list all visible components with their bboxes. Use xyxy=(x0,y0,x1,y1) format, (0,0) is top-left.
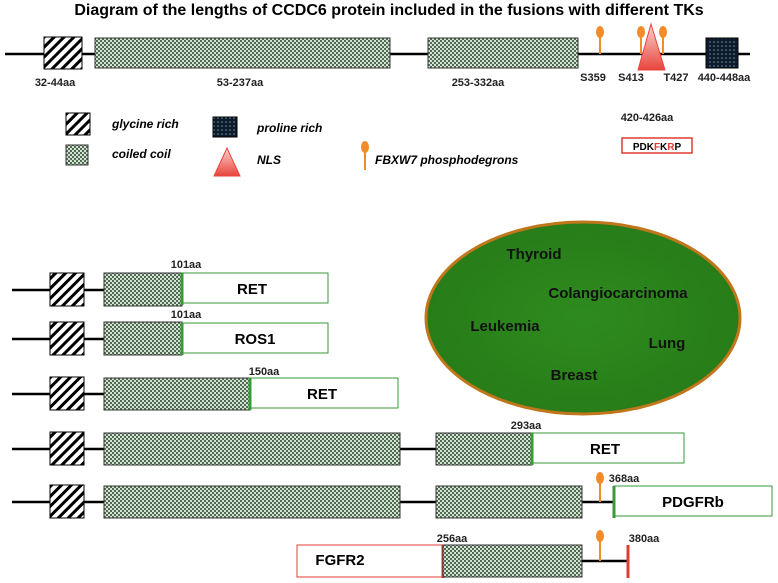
cancer-label-colangiocarcinoma: Colangiocarcinoma xyxy=(548,285,688,302)
coiled-coil-segment-1 xyxy=(103,432,401,466)
legend-phospho-label: FBXW7 phosphodegrons xyxy=(375,153,519,167)
breakpoint-label: 101aa xyxy=(171,309,202,321)
nls-motif-text: PDKFKRP xyxy=(633,142,682,153)
glycine-rich-domain xyxy=(43,36,83,70)
glycine-domain xyxy=(49,484,85,519)
proline-rich-domain xyxy=(705,37,739,69)
nls-range-label: 420-426aa xyxy=(621,112,674,124)
partner-label: PDGFRb xyxy=(662,494,724,511)
coiled-coil-segment xyxy=(103,321,183,356)
fusion-row-5: 368aa PDGFRb xyxy=(12,472,773,519)
phospho-pin xyxy=(596,530,604,561)
coiled-coil-segment xyxy=(103,377,251,411)
coiled-coil-segment-1 xyxy=(103,485,401,519)
phospho-pin-s413 xyxy=(637,26,645,54)
partner-label: RET xyxy=(307,386,337,403)
breakpoint-label: 150aa xyxy=(249,366,280,378)
fusion-row-3: 150aa RET xyxy=(12,366,399,411)
coil2-range-label: 253-332aa xyxy=(452,77,505,89)
legend-glycine-label: glycine rich xyxy=(111,117,179,131)
diagram-title: Diagram of the lengths of CCDC6 protein … xyxy=(74,2,703,19)
site-label-t427: T427 xyxy=(663,72,688,84)
phospho-pin xyxy=(596,472,604,502)
legend-phospho-swatch xyxy=(361,141,369,170)
coil1-range-label: 53-237aa xyxy=(217,77,264,89)
legend-proline-swatch xyxy=(212,116,238,138)
partner-label: ROS1 xyxy=(235,331,276,348)
partner-box xyxy=(613,485,773,517)
cancer-label-leukemia: Leukemia xyxy=(470,318,540,335)
full-length-ccdc6: 32-44aa 53-237aa 253-332aa S359 S413 T42… xyxy=(5,22,751,154)
legend-coil-swatch xyxy=(65,144,89,166)
phospho-pin-t427 xyxy=(659,26,667,54)
coiled-coil-domain-2 xyxy=(427,37,579,69)
partner-box xyxy=(296,544,444,578)
coiled-coil-domain-1 xyxy=(94,37,391,69)
breakpoint-label: 293aa xyxy=(511,420,542,432)
cancer-label-thyroid: Thyroid xyxy=(507,246,562,263)
site-label-s413: S413 xyxy=(618,72,644,84)
phospho-pin-s359 xyxy=(596,26,604,54)
fusion-row-1: 101aa RET xyxy=(12,259,329,307)
fusion-row-2: 101aa ROS1 xyxy=(12,309,329,356)
site-label-s359: S359 xyxy=(580,72,606,84)
partner-label: RET xyxy=(590,441,620,458)
glycine-domain xyxy=(49,321,85,356)
legend-proline-label: proline rich xyxy=(256,121,322,135)
partner-box xyxy=(531,432,685,464)
legend-nls-swatch xyxy=(213,146,241,177)
fusion-row-6: FGFR2 256aa 380aa xyxy=(296,530,660,578)
partner-box xyxy=(181,272,329,304)
coiled-coil-segment-2 xyxy=(435,432,533,466)
legend-coil-label: coiled coil xyxy=(112,147,171,161)
cancer-types-ellipse: Thyroid Colangiocarcinoma Leukemia Lung … xyxy=(424,220,742,416)
fusion-row-4: 293aa RET xyxy=(12,420,685,466)
ellipse-shape xyxy=(424,220,742,416)
breakpoint-label: 101aa xyxy=(171,259,202,271)
cancer-label-breast: Breast xyxy=(551,367,598,384)
end-label: 380aa xyxy=(629,533,660,545)
breakpoint-label: 256aa xyxy=(437,533,468,545)
partner-label: RET xyxy=(237,281,267,298)
partner-label: FGFR2 xyxy=(315,552,364,569)
nls-motif-box xyxy=(621,137,693,154)
coiled-coil-segment xyxy=(103,272,183,307)
legend: glycine rich coiled coil proline rich NL… xyxy=(65,112,519,177)
glycine-domain xyxy=(49,376,85,411)
coiled-coil-segment xyxy=(442,544,583,578)
glycine-domain xyxy=(49,272,85,307)
coiled-coil-segment-2 xyxy=(435,485,583,519)
legend-nls-label: NLS xyxy=(257,153,281,167)
glycine-domain xyxy=(49,431,85,466)
nls-triangle xyxy=(637,22,666,71)
partner-box xyxy=(181,322,329,354)
proline-range-label: 440-448aa xyxy=(698,72,751,84)
glycine-range-label: 32-44aa xyxy=(35,77,76,89)
legend-glycine-swatch xyxy=(65,112,91,136)
breakpoint-label: 368aa xyxy=(609,473,640,485)
cancer-label-lung: Lung xyxy=(649,335,686,352)
partner-box xyxy=(249,377,399,409)
